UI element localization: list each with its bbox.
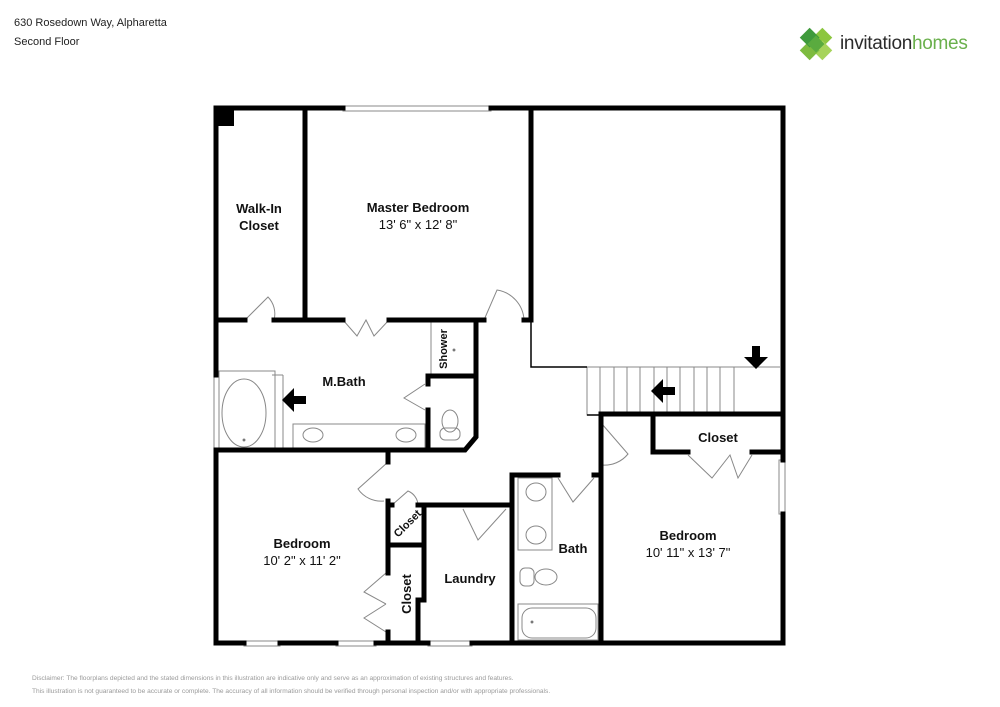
property-header: 630 Rosedown Way, Alpharetta Second Floo…	[14, 14, 167, 52]
exterior-wall	[213, 105, 786, 417]
staircase	[586, 366, 780, 416]
dims-bedroom-right: 10' 11" x 13' 7"	[646, 545, 731, 560]
dims-master-bedroom: 13' 6" x 12' 8"	[379, 217, 458, 232]
label-bedroom-left: Bedroom	[273, 536, 330, 551]
arrow-left-icon	[651, 379, 675, 403]
label-shower: Shower	[438, 328, 450, 368]
label-master-bedroom: Master Bedroom	[367, 200, 470, 215]
label-laundry: Laundry	[444, 571, 496, 586]
label-walkin-line1: Walk-In	[236, 201, 282, 216]
label-mbath: M.Bath	[322, 374, 365, 389]
chimney-block	[218, 110, 234, 126]
label-bath: Bath	[559, 541, 588, 556]
label-closet-tall: Closet	[399, 573, 414, 613]
arrow-left-icon	[282, 388, 306, 412]
floor-label: Second Floor	[14, 36, 80, 48]
disclaimer-line-1: Disclaimer: The floorplans depicted and …	[32, 675, 514, 682]
label-closet-right: Closet	[698, 430, 738, 445]
dims-bedroom-left: 10' 2" x 11' 2"	[263, 553, 341, 568]
disclaimer-line-2: This illustration is not guaranteed to b…	[32, 688, 551, 695]
disclaimer: Disclaimer: The floorplans depicted and …	[32, 672, 550, 698]
property-address: 630 Rosedown Way, Alpharetta	[14, 17, 167, 29]
label-closet-small: Closet	[392, 508, 424, 540]
brand-logo: invitationhomes	[798, 26, 968, 62]
invitation-homes-clover-icon	[799, 27, 833, 61]
brand-wordmark: invitationhomes	[840, 33, 968, 54]
label-walkin-line2: Closet	[239, 218, 279, 233]
arrow-down-icon	[744, 346, 768, 369]
label-bedroom-right: Bedroom	[659, 528, 716, 543]
